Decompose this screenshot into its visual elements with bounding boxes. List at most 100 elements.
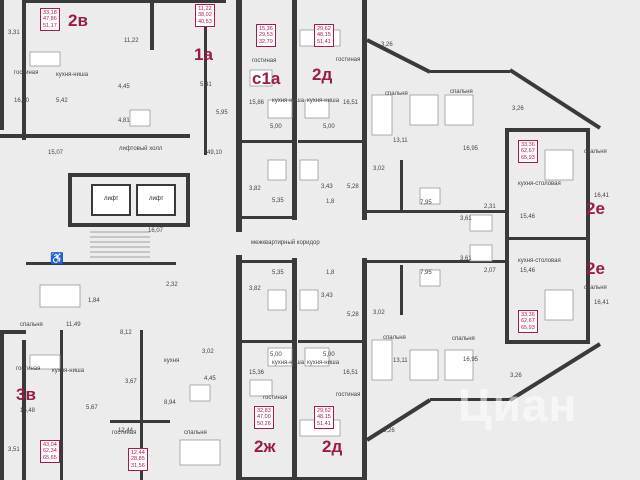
- room-area: 3,43: [321, 293, 333, 299]
- room-area: 7,95: [420, 200, 432, 206]
- unit-area-living: 33,36: [521, 312, 535, 318]
- unit-area-total: 38,02: [198, 12, 212, 19]
- room-name: спальня: [385, 91, 408, 97]
- unit-area-with-balcony: 40,53: [198, 18, 212, 25]
- room-name: гостиная: [252, 58, 277, 64]
- room-area: 5,35: [272, 270, 284, 276]
- room-area: 3,67: [125, 379, 137, 385]
- unit-area-with-balcony: 50,26: [257, 420, 271, 427]
- room-name: лифтовый холл: [119, 146, 163, 152]
- room-area: 13,11: [393, 138, 408, 144]
- unit-label: 2е: [586, 259, 605, 278]
- room-area: 5,00: [270, 124, 282, 130]
- room-area: 5,00: [270, 352, 282, 358]
- unit-area-total: 29,53: [259, 32, 273, 39]
- room-name: кухня-столовая: [518, 258, 561, 264]
- unit-area-total: 48,15: [317, 414, 331, 421]
- unit-label: 3в: [16, 385, 36, 404]
- room-name: кухня: [164, 358, 180, 364]
- room-name: кухня-столовая: [518, 181, 561, 187]
- room-area: 5,35: [272, 198, 284, 204]
- unit-area-box: 29,62 48,15 51,41: [314, 24, 334, 47]
- lift-label: лифт: [104, 196, 119, 202]
- room-area: 3,26: [381, 42, 393, 48]
- unit-area-box: 29,62 48,15 51,41: [314, 406, 334, 429]
- unit-area-living: 29,62: [317, 408, 331, 414]
- unit-label: 2ж: [254, 437, 276, 456]
- room-name: кухня-ниша: [52, 368, 85, 374]
- room-area: 16,95: [463, 146, 479, 152]
- unit-area-living: 12,44: [131, 450, 145, 456]
- room-area: 5,41: [200, 82, 212, 88]
- room-name: гостиная: [14, 70, 39, 76]
- room-area: 3,61: [460, 216, 472, 222]
- room-area: 5,00: [323, 352, 335, 358]
- room-area: 8,12: [120, 330, 132, 336]
- wheelchair-icon: ♿: [50, 253, 64, 265]
- room-name: гостиная: [112, 430, 137, 436]
- room-name: гостиная: [16, 366, 41, 372]
- room-area: 16,41: [594, 300, 610, 306]
- room-area: 2,07: [484, 268, 496, 274]
- room-name: гостиная: [263, 395, 288, 401]
- unit-area-living: 15,36: [259, 26, 273, 32]
- unit-area-total: 48,15: [317, 32, 331, 39]
- room-name: спальня: [452, 336, 475, 342]
- room-area: 2,32: [166, 282, 178, 288]
- room-area: 16,51: [343, 100, 359, 106]
- room-area: 1,8: [326, 270, 335, 276]
- room-area: 4,45: [118, 84, 130, 90]
- room-area: 3,02: [373, 166, 385, 172]
- room-area: 13,11: [393, 358, 408, 364]
- unit-area-box: 33,36 62,67 65,93: [518, 140, 538, 163]
- room-area: 12,44: [118, 428, 134, 434]
- room-name: межквартирный коридор: [251, 240, 320, 246]
- unit-area-living: 32,83: [257, 408, 271, 414]
- room-name: кухня-ниша: [307, 360, 340, 366]
- room-area: 3,26: [383, 428, 395, 434]
- room-area: 11,22: [124, 38, 139, 44]
- room-name: кухня-ниша: [272, 360, 305, 366]
- room-area: 3,51: [8, 447, 20, 453]
- unit-area-box: 15,36 29,53 32,79: [256, 24, 276, 47]
- room-area: 15,07: [48, 150, 64, 156]
- unit-area-with-balcony: 32,79: [259, 38, 273, 45]
- room-area: 15,36: [249, 370, 265, 376]
- unit-area-living: 33,36: [521, 142, 535, 148]
- room-area: 2,31: [484, 204, 496, 210]
- room-area: 16,51: [343, 370, 359, 376]
- room-name: спальня: [20, 322, 43, 328]
- room-area: 7,95: [420, 270, 432, 276]
- unit-label: 2д: [312, 65, 333, 84]
- unit-area-with-balcony: 51,41: [317, 38, 331, 45]
- room-area: 16,30: [14, 98, 30, 104]
- room-name: спальня: [184, 430, 207, 436]
- unit-area-with-balcony: 31,56: [131, 462, 145, 469]
- unit-area-box: 33,18 47,86 51,17: [40, 8, 60, 31]
- room-area: 3,31: [8, 30, 20, 36]
- room-name: гостиная: [336, 57, 361, 63]
- room-area: 3,61: [460, 256, 472, 262]
- room-name: спальня: [584, 149, 607, 155]
- room-area: 5,28: [347, 184, 359, 190]
- room-area: 15,48: [20, 408, 36, 414]
- room-area: 16,41: [594, 193, 610, 199]
- room-area: 3,02: [202, 349, 214, 355]
- room-area: 3,43: [321, 184, 333, 190]
- room-area: 4,45: [204, 376, 216, 382]
- unit-area-box: 11,22 38,02 40,53: [195, 4, 215, 27]
- room-area: 5,67: [86, 405, 98, 411]
- room-area: 5,95: [216, 110, 228, 116]
- unit-area-living: 11,22: [198, 6, 212, 12]
- room-area: 8,94: [164, 400, 176, 406]
- unit-area-box: 33,36 62,67 65,93: [518, 310, 538, 333]
- room-name: спальня: [383, 335, 406, 341]
- room-area: 1,84: [88, 298, 100, 304]
- unit-area-total: 62,67: [521, 148, 535, 155]
- room-area: 3,02: [373, 310, 385, 316]
- unit-label: 2е: [586, 199, 605, 218]
- room-area: 3,26: [512, 106, 524, 112]
- room-area: 15,46: [520, 268, 536, 274]
